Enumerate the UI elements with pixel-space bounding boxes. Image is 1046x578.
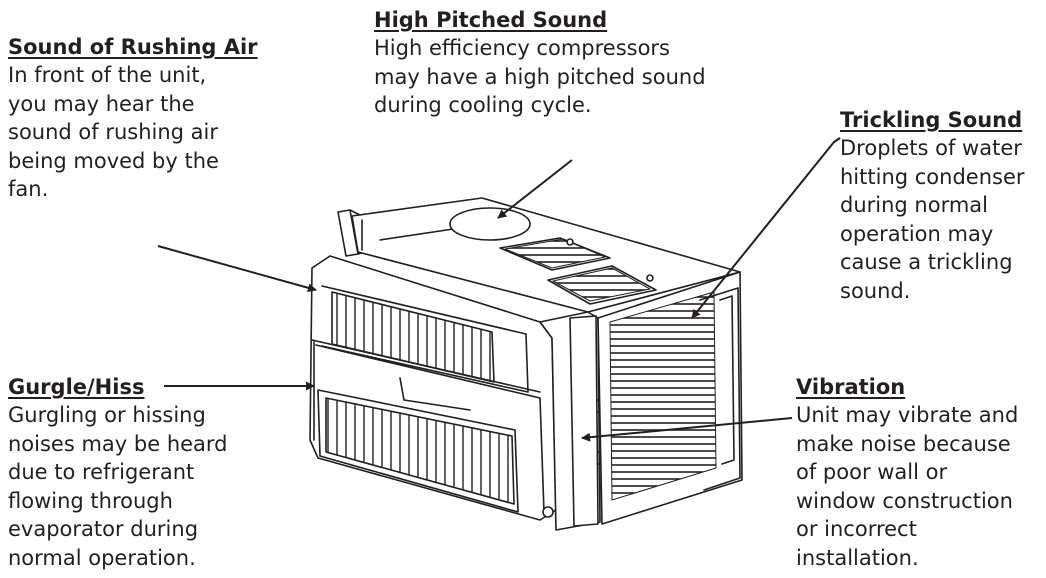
callout-description: In front of the unit, you may hear the s… — [8, 63, 219, 202]
leader-vibration — [581, 417, 793, 442]
window-side-curtain — [569, 315, 599, 527]
top-vent-right — [547, 265, 657, 305]
condenser-grille — [597, 271, 743, 525]
leader-trickling — [691, 137, 841, 319]
callout-description: Gurgling or hissing noises may be heard … — [8, 403, 228, 570]
callout-title: Vibration — [796, 375, 906, 399]
callout-trickling-sound: Trickling Sound Droplets of water hittin… — [840, 106, 1025, 306]
callout-description: Droplets of water hitting condenser duri… — [840, 136, 1025, 303]
callout-description: Unit may vibrate and make noise because … — [796, 403, 1019, 570]
callout-rushing-air: Sound of Rushing Air In front of the uni… — [8, 33, 258, 204]
callout-title: Gurgle/Hiss — [8, 375, 145, 399]
callout-title: Trickling Sound — [840, 108, 1023, 132]
front-intake-grille — [317, 377, 519, 513]
callout-gurgle-hiss: Gurgle/Hiss Gurgling or hissing noises m… — [8, 373, 228, 573]
callout-description: High efficiency compressors may have a h… — [374, 36, 706, 118]
callout-vibration: Vibration Unit may vibrate and make nois… — [796, 373, 1018, 573]
callout-title: High Pitched Sound — [374, 8, 608, 32]
leader-rushing-air — [157, 245, 317, 293]
top-vent-left — [499, 237, 611, 271]
top-screw — [646, 274, 654, 282]
trickling-connector — [833, 137, 841, 143]
callout-high-pitched-sound: High Pitched Sound High efficiency compr… — [374, 6, 706, 120]
callout-title: Sound of Rushing Air — [8, 35, 258, 59]
compressor-cover — [449, 207, 531, 241]
top-screw — [566, 238, 574, 246]
leader-high-pitched — [497, 159, 573, 219]
